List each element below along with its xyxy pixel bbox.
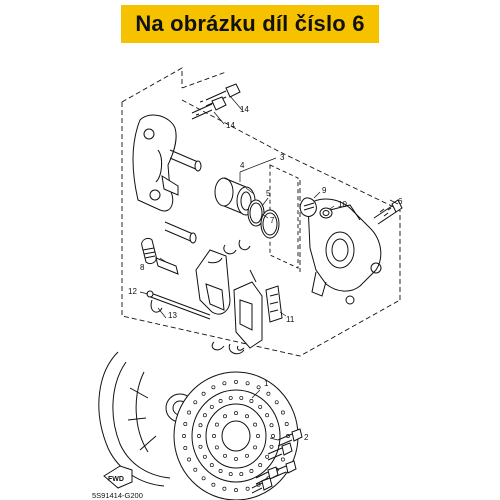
forward-direction-badge: FWD xyxy=(103,465,133,489)
disc-bolts xyxy=(251,428,303,494)
callout-13: 13 xyxy=(168,311,177,320)
disc-hole xyxy=(234,379,238,384)
disc-hole xyxy=(187,457,192,462)
disc-hole xyxy=(228,395,233,400)
disc-hole xyxy=(228,472,233,477)
disc-hole xyxy=(214,445,219,450)
disc-hole xyxy=(245,486,250,491)
disc-hole xyxy=(209,463,214,468)
title-banner: Na obrázku díl číslo 6 xyxy=(121,5,379,43)
bleed-cap xyxy=(299,197,317,217)
disc-hole xyxy=(245,381,250,386)
part-callouts: 14 14 3 4 5 7 9 10 6 8 11 12 13 1 2 xyxy=(128,105,403,442)
disc-hole xyxy=(284,422,289,426)
slide-pins xyxy=(164,149,202,244)
catalog-code: 5S91414-G200 xyxy=(92,491,143,500)
disc-hole xyxy=(269,423,274,428)
piston-seals xyxy=(247,199,280,239)
disc-hole xyxy=(234,411,238,416)
disc-hole xyxy=(218,399,223,403)
disc-hole xyxy=(209,404,214,409)
callout-9: 9 xyxy=(322,186,327,195)
disc-hole xyxy=(202,454,207,459)
disc-hole xyxy=(280,410,285,415)
disc-hole xyxy=(274,400,279,405)
disc-hole xyxy=(223,414,227,419)
disc-hole xyxy=(223,453,227,458)
callout-8: 8 xyxy=(140,263,145,272)
caliper-body xyxy=(307,198,382,305)
disc-hole xyxy=(258,404,263,409)
leader-lines xyxy=(139,95,399,441)
callout-14a: 14 xyxy=(240,105,249,114)
disc-hole xyxy=(266,391,271,396)
pad-clips xyxy=(211,239,257,355)
callout-3: 3 xyxy=(280,153,285,162)
disc-hole xyxy=(245,453,249,458)
disc-hole xyxy=(271,434,275,438)
disc-hole xyxy=(183,446,188,450)
disc-hole xyxy=(222,486,227,491)
disc-hole xyxy=(256,434,260,438)
disc-hole xyxy=(245,414,249,419)
callout-4: 4 xyxy=(240,161,245,170)
disc-hole xyxy=(239,395,244,400)
disc-hole xyxy=(193,400,198,405)
disc-hole xyxy=(218,469,223,473)
callout-14b: 14 xyxy=(226,121,235,130)
disc-hole xyxy=(265,454,270,459)
callout-6: 6 xyxy=(398,197,403,206)
disc-hole xyxy=(280,457,285,462)
pad-pin xyxy=(146,290,211,320)
callout-5: 5 xyxy=(266,189,271,198)
callout-12: 12 xyxy=(128,287,137,296)
callout-10: 10 xyxy=(338,200,347,209)
disc-hole xyxy=(258,463,263,468)
disc-hole xyxy=(187,410,192,415)
disc-hole xyxy=(211,482,216,487)
disc-hole xyxy=(253,445,258,450)
disc-hole xyxy=(198,423,203,428)
disc-hole xyxy=(201,391,206,396)
brake-pad-left xyxy=(195,249,231,315)
disc-hole xyxy=(256,385,261,390)
callout-1: 1 xyxy=(264,379,269,388)
disc-hole xyxy=(234,488,238,493)
callout-7: 7 xyxy=(270,216,275,225)
disc-hole xyxy=(265,413,270,418)
disc-hole xyxy=(211,385,216,390)
disc-hole xyxy=(201,476,206,481)
brake-pad-right xyxy=(233,281,263,351)
callout-11: 11 xyxy=(286,315,295,324)
disc-hole xyxy=(214,422,219,427)
disc-hole xyxy=(249,399,254,403)
brake-disc xyxy=(173,371,299,500)
pad-spring xyxy=(265,285,283,323)
bracket-boot xyxy=(141,237,179,275)
disc-hole xyxy=(182,434,186,438)
disc-hole xyxy=(222,381,227,386)
disc-hole xyxy=(198,444,203,449)
caliper-bracket xyxy=(132,114,179,212)
callout-2: 2 xyxy=(304,433,309,442)
disc-hole xyxy=(253,422,258,427)
banner-title: Na obrázku díl číslo 6 xyxy=(135,11,365,36)
caliper-bolts xyxy=(191,83,241,120)
disc-hole xyxy=(239,472,244,477)
pin-boot xyxy=(319,207,333,219)
disc-hole xyxy=(249,469,254,473)
assembly-frame xyxy=(121,67,401,357)
disc-hole xyxy=(202,413,207,418)
disc-hole xyxy=(193,467,198,472)
disc-hole xyxy=(212,434,216,438)
disc-hole xyxy=(183,422,188,426)
disc-hole xyxy=(269,444,274,449)
bleed-screw xyxy=(373,199,403,225)
disc-hole xyxy=(197,434,201,438)
fwd-label: FWD xyxy=(108,476,124,483)
disc-hole xyxy=(234,456,238,461)
